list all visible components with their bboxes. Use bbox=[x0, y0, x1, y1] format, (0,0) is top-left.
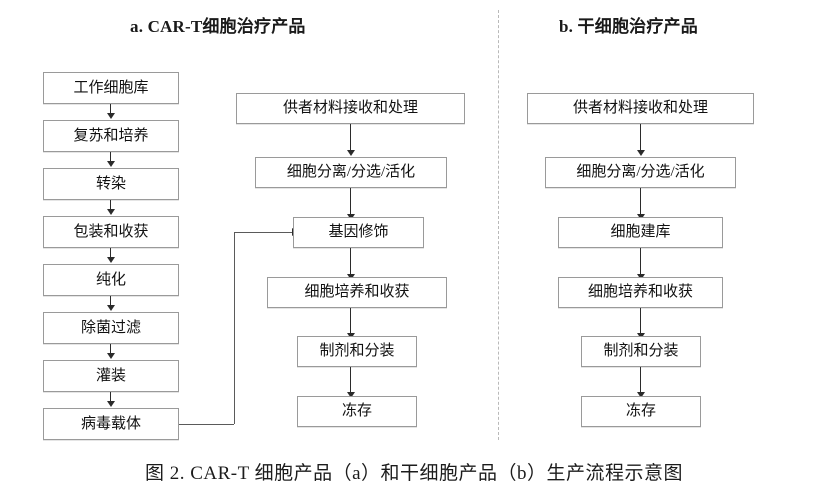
node-donor-material-receipt-a[interactable]: 供者材料接收和处理 bbox=[236, 93, 465, 124]
figure-caption: 图 2. CAR-T 细胞产品（a）和干细胞产品（b）生产流程示意图 bbox=[144, 463, 684, 484]
node-formulation-filling-b[interactable]: 制剂和分装 bbox=[581, 336, 701, 367]
connector-line bbox=[350, 188, 351, 216]
arrow-down-icon bbox=[107, 401, 115, 407]
node-cell-culture-harvest-b[interactable]: 细胞培养和收获 bbox=[558, 277, 723, 308]
node-cryopreservation-b[interactable]: 冻存 bbox=[581, 396, 701, 427]
node-transfection[interactable]: 转染 bbox=[43, 168, 179, 200]
connector-line bbox=[110, 296, 111, 307]
node-cell-separation-b[interactable]: 细胞分离/分选/活化 bbox=[545, 157, 736, 188]
arrow-down-icon bbox=[107, 257, 115, 263]
connector-line bbox=[350, 124, 351, 152]
node-cryopreservation-a[interactable]: 冻存 bbox=[297, 396, 417, 427]
node-packaging-harvest[interactable]: 包装和收获 bbox=[43, 216, 179, 248]
arrow-down-icon bbox=[347, 392, 355, 398]
connector-line bbox=[640, 367, 641, 394]
connector-line bbox=[640, 124, 641, 152]
connector-line bbox=[350, 248, 351, 276]
arrow-down-icon bbox=[107, 353, 115, 359]
connector-line bbox=[640, 248, 641, 276]
connector-line bbox=[640, 308, 641, 335]
node-donor-material-receipt-b[interactable]: 供者材料接收和处理 bbox=[527, 93, 754, 124]
arrow-down-icon bbox=[107, 305, 115, 311]
arrow-down-icon bbox=[107, 113, 115, 119]
connector-line bbox=[110, 152, 111, 163]
node-cell-separation-a[interactable]: 细胞分离/分选/活化 bbox=[255, 157, 447, 188]
arrow-down-icon bbox=[107, 161, 115, 167]
arrow-down-icon bbox=[637, 150, 645, 156]
node-filling[interactable]: 灌装 bbox=[43, 360, 179, 392]
connector-line bbox=[110, 344, 111, 355]
panel-b-title: b. 干细胞治疗产品 bbox=[559, 17, 698, 36]
node-formulation-filling-a[interactable]: 制剂和分装 bbox=[297, 336, 417, 367]
connector-line bbox=[110, 104, 111, 115]
arrow-down-icon bbox=[347, 150, 355, 156]
node-purification[interactable]: 纯化 bbox=[43, 264, 179, 296]
node-gene-modification[interactable]: 基因修饰 bbox=[293, 217, 424, 248]
crosslink-segment-vertical bbox=[234, 232, 235, 424]
node-recovery-culture[interactable]: 复苏和培养 bbox=[43, 120, 179, 152]
node-cell-banking[interactable]: 细胞建库 bbox=[558, 217, 723, 248]
node-working-cell-bank[interactable]: 工作细胞库 bbox=[43, 72, 179, 104]
panel-divider bbox=[498, 10, 499, 440]
arrow-down-icon bbox=[637, 392, 645, 398]
arrow-down-icon bbox=[107, 209, 115, 215]
node-viral-vector[interactable]: 病毒载体 bbox=[43, 408, 179, 440]
panel-a-title: a. CAR-T细胞治疗产品 bbox=[130, 17, 306, 36]
crosslink-segment-horizontal-upper bbox=[234, 232, 293, 233]
connector-line bbox=[350, 308, 351, 335]
node-cell-culture-harvest-a[interactable]: 细胞培养和收获 bbox=[267, 277, 447, 308]
node-sterile-filtration[interactable]: 除菌过滤 bbox=[43, 312, 179, 344]
connector-line bbox=[110, 248, 111, 259]
connector-line bbox=[640, 188, 641, 216]
crosslink-segment-horizontal-lower bbox=[179, 424, 234, 425]
connector-line bbox=[110, 392, 111, 403]
connector-line bbox=[350, 367, 351, 394]
connector-line bbox=[110, 200, 111, 211]
